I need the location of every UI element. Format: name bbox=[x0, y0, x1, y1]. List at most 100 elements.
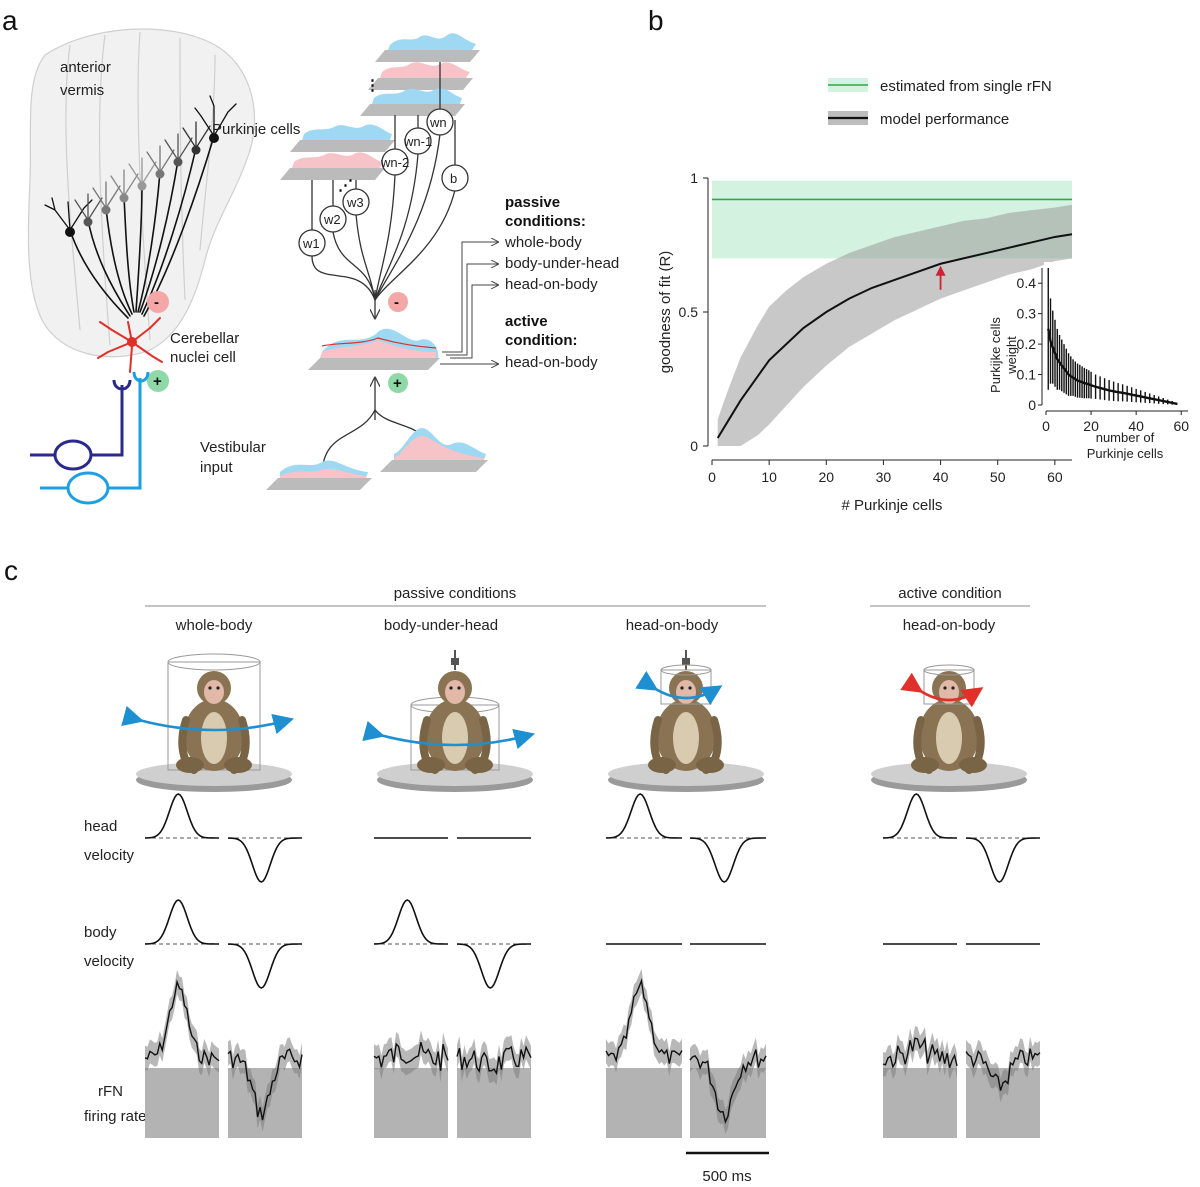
monkey-eye-left bbox=[943, 686, 947, 690]
x-tick-label: 40 bbox=[933, 469, 949, 485]
head-velocity-trace bbox=[882, 793, 958, 839]
monkey-arm-right bbox=[702, 716, 722, 774]
marker-arrow-head bbox=[935, 265, 946, 276]
y-tick-label: 0 bbox=[690, 438, 698, 454]
model-performance-line bbox=[716, 233, 1073, 439]
weight-wn: wn bbox=[429, 115, 447, 130]
monkey-setup-4 bbox=[871, 664, 1027, 792]
panel-letter-c: c bbox=[4, 555, 18, 586]
passive-conditions-title-2: conditions: bbox=[505, 213, 586, 230]
model-performance-band bbox=[717, 204, 1072, 446]
inset-x-tick-label: 20 bbox=[1083, 418, 1099, 434]
head-post-clamp bbox=[451, 658, 459, 665]
nuclei-cell-label: nuclei cell bbox=[170, 349, 236, 366]
body-velocity-trace bbox=[227, 943, 303, 989]
body-velocity-trace bbox=[456, 943, 532, 989]
firing-rate-trace bbox=[144, 979, 220, 1066]
firing-rate-sd-band bbox=[690, 1037, 766, 1134]
monkey-eye-left bbox=[680, 686, 684, 690]
active-item-head-on-body: head-on-body bbox=[505, 354, 598, 371]
legend-panel-b: estimated from single rFN model performa… bbox=[828, 78, 1052, 128]
scale-bar-label: 500 ms bbox=[702, 1168, 751, 1185]
weight-wn-1: wn-1 bbox=[403, 134, 432, 149]
input-label: input bbox=[200, 459, 233, 476]
monkey-arm-right bbox=[965, 716, 985, 774]
monkey-belly bbox=[442, 712, 468, 764]
model-plus-sign: + bbox=[393, 375, 402, 392]
inset-ylabel-1: Purkijke cells bbox=[988, 317, 1003, 393]
anterior-label: anterior bbox=[60, 59, 111, 76]
b-ylabel: goodness of fit (R) bbox=[657, 251, 674, 374]
firing-rate-sd-band bbox=[966, 1036, 1040, 1103]
firing-rate-sd-band bbox=[883, 1026, 957, 1080]
inset-y-tick-label: 0.4 bbox=[1017, 275, 1037, 291]
firing-rate-baseline-block bbox=[883, 1068, 957, 1138]
row-rfn-label-2: firing rate bbox=[84, 1108, 147, 1125]
head-velocity-trace bbox=[965, 837, 1041, 883]
model-minus-sign: - bbox=[394, 294, 399, 311]
monkey-eye-right bbox=[457, 686, 461, 690]
weight-wn-2: wn-2 bbox=[380, 155, 409, 170]
x-tick-label: 30 bbox=[876, 469, 892, 485]
firing-rate-trace bbox=[373, 1041, 449, 1071]
x-tick-label: 60 bbox=[1047, 469, 1063, 485]
turntable-top bbox=[136, 762, 292, 786]
monkey-belly bbox=[673, 712, 699, 764]
monkey-face bbox=[676, 680, 696, 704]
x-tick-label: 50 bbox=[990, 469, 1006, 485]
passive-rotation-arrow bbox=[362, 720, 536, 750]
cerebellar-nuclei-cell bbox=[97, 317, 163, 373]
inset-y-tick-label: 0.1 bbox=[1017, 367, 1037, 383]
weight-w3: w3 bbox=[346, 195, 364, 210]
x-tick-label: 20 bbox=[818, 469, 834, 485]
firing-rate-baseline-block bbox=[374, 1068, 448, 1138]
weight-w1: w1 bbox=[302, 236, 320, 251]
body-velocity-trace bbox=[373, 899, 449, 945]
monkey-eye-right bbox=[216, 686, 220, 690]
vestibular-input-planes bbox=[266, 428, 488, 490]
head-velocity-trace bbox=[144, 793, 220, 839]
row-body-label-2: velocity bbox=[84, 953, 135, 970]
active-rotation-arrow bbox=[900, 672, 984, 708]
monkey-belly bbox=[201, 712, 227, 764]
monkey-arm-left bbox=[913, 716, 933, 774]
passive-conditions-title-1: passive bbox=[505, 194, 560, 211]
model-minus-icon bbox=[388, 292, 408, 312]
x-tick-label: 0 bbox=[708, 469, 716, 485]
firing-rate-sd-band bbox=[145, 969, 219, 1078]
head-velocity-trace bbox=[689, 837, 767, 883]
inset-x-tick-label: 0 bbox=[1042, 418, 1050, 434]
turntable-top bbox=[608, 762, 764, 786]
column-body-under-head: body-under-head bbox=[384, 617, 498, 634]
excitation-plus-icon bbox=[147, 370, 169, 392]
inset-y-tick-label: 0.3 bbox=[1017, 306, 1037, 322]
vestibular-label: Vestibular bbox=[200, 439, 266, 456]
turntable-top bbox=[871, 762, 1027, 786]
monkey-face bbox=[445, 680, 465, 704]
firing-rate-sd-band bbox=[228, 1037, 302, 1133]
monkey-setup-3 bbox=[608, 650, 764, 792]
purkinje-cells-label: Purkinje cells bbox=[212, 121, 300, 138]
monkey-eye-right bbox=[951, 686, 955, 690]
row-head-label-1: head bbox=[84, 818, 117, 835]
legend-black-label: model performance bbox=[880, 111, 1009, 128]
turntable-top bbox=[377, 762, 533, 786]
firing-rate-trace bbox=[882, 1036, 958, 1069]
weight-network bbox=[311, 62, 456, 301]
b-xlabel: # Purkinje cells bbox=[842, 497, 943, 514]
inset-y-tick-label: 0 bbox=[1028, 397, 1036, 413]
vermis-label: vermis bbox=[60, 82, 104, 99]
row-rfn-label-1: rFN bbox=[98, 1083, 123, 1100]
head-velocity-trace bbox=[605, 793, 683, 839]
y-tick-label: 1 bbox=[690, 170, 698, 186]
monkey-face bbox=[204, 680, 224, 704]
monkey-eye-left bbox=[208, 686, 212, 690]
inset-xlabel-1: number of bbox=[1096, 430, 1155, 445]
model-output-plane bbox=[308, 328, 440, 370]
firing-rate-baseline-block bbox=[606, 1068, 682, 1138]
head-post-clamp bbox=[682, 658, 690, 665]
inset-x-tick-label: 40 bbox=[1128, 418, 1144, 434]
plus-sign: + bbox=[153, 373, 162, 390]
firing-rate-baseline-block bbox=[145, 1068, 219, 1138]
